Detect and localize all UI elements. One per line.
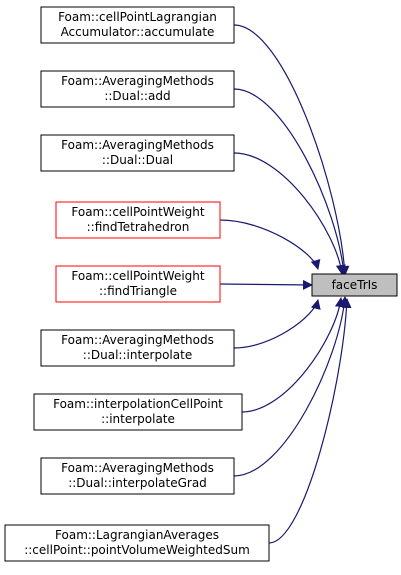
caller-node-label: ::Dual::interpolateGrad: [68, 476, 207, 490]
caller-node[interactable]: Foam::cellPointLagrangianAccumulator::ac…: [40, 6, 235, 44]
caller-node-box: [40, 6, 235, 44]
caller-node-label: ::Dual::Dual: [102, 153, 173, 167]
caller-node[interactable]: Foam::LagrangianAverages::cellPoint::poi…: [4, 524, 270, 562]
caller-node-label: Foam::AveragingMethods: [61, 461, 214, 475]
caller-node-box: [55, 201, 221, 239]
caller-node-box: [40, 134, 235, 172]
caller-node[interactable]: Foam::AveragingMethods::Dual::interpolat…: [40, 329, 235, 367]
call-edge: [219, 279, 313, 290]
target-node-box: [311, 273, 398, 297]
caller-node-label: Foam::AveragingMethods: [61, 74, 214, 88]
caller-node-label: Foam::interpolationCellPoint: [53, 397, 223, 411]
caller-node-box: [4, 524, 270, 562]
caller-node[interactable]: Foam::interpolationCellPoint::interpolat…: [33, 393, 243, 431]
graph-edges: [219, 24, 352, 544]
caller-node[interactable]: Foam::cellPointWeight::findTetrahedron: [55, 201, 221, 239]
caller-node[interactable]: Foam::AveragingMethods::Dual::interpolat…: [40, 457, 235, 495]
target-node-label: faceTrIs: [332, 278, 378, 292]
caller-node-label: ::interpolate: [101, 412, 175, 426]
caller-node-label: Foam::AveragingMethods: [61, 138, 214, 152]
caller-node-label: Foam::cellPointWeight: [71, 269, 204, 283]
call-edge: [233, 296, 350, 477]
target-node[interactable]: faceTrIs: [311, 273, 398, 297]
graph-nodes: Foam::cellPointLagrangianAccumulator::ac…: [4, 6, 398, 562]
call-edge: [233, 24, 350, 276]
caller-node[interactable]: Foam::AveragingMethods::Dual::Dual: [40, 134, 235, 172]
caller-node-label: Foam::LagrangianAverages: [55, 528, 219, 542]
caller-node-label: ::cellPoint::pointVolumeWeightedSum: [24, 543, 250, 557]
caller-node-box: [40, 329, 235, 367]
caller-node[interactable]: Foam::cellPointWeight::findTriangle: [55, 265, 221, 303]
caller-node-label: ::Dual::add: [104, 89, 170, 103]
caller-node-label: ::findTetrahedron: [87, 220, 190, 234]
caller-node-label: Accumulator::accumulate: [61, 25, 215, 39]
call-edge: [268, 298, 352, 544]
call-edge: [219, 219, 321, 270]
caller-node-box: [33, 393, 243, 431]
call-edge: [241, 297, 345, 413]
caller-node[interactable]: Foam::AveragingMethods::Dual::add: [40, 70, 235, 108]
caller-node-box: [40, 457, 235, 495]
call-edge: [233, 88, 349, 276]
caller-node-label: ::Dual::interpolate: [83, 348, 192, 362]
caller-node-label: Foam::cellPointWeight: [71, 205, 204, 219]
caller-node-label: ::findTriangle: [99, 284, 177, 298]
caller-node-box: [40, 70, 235, 108]
call-edge: [233, 299, 321, 349]
call-edge: [233, 152, 346, 275]
caller-node-label: Foam::cellPointLagrangian: [58, 10, 217, 24]
caller-node-label: Foam::AveragingMethods: [61, 333, 214, 347]
caller-node-box: [55, 265, 221, 303]
